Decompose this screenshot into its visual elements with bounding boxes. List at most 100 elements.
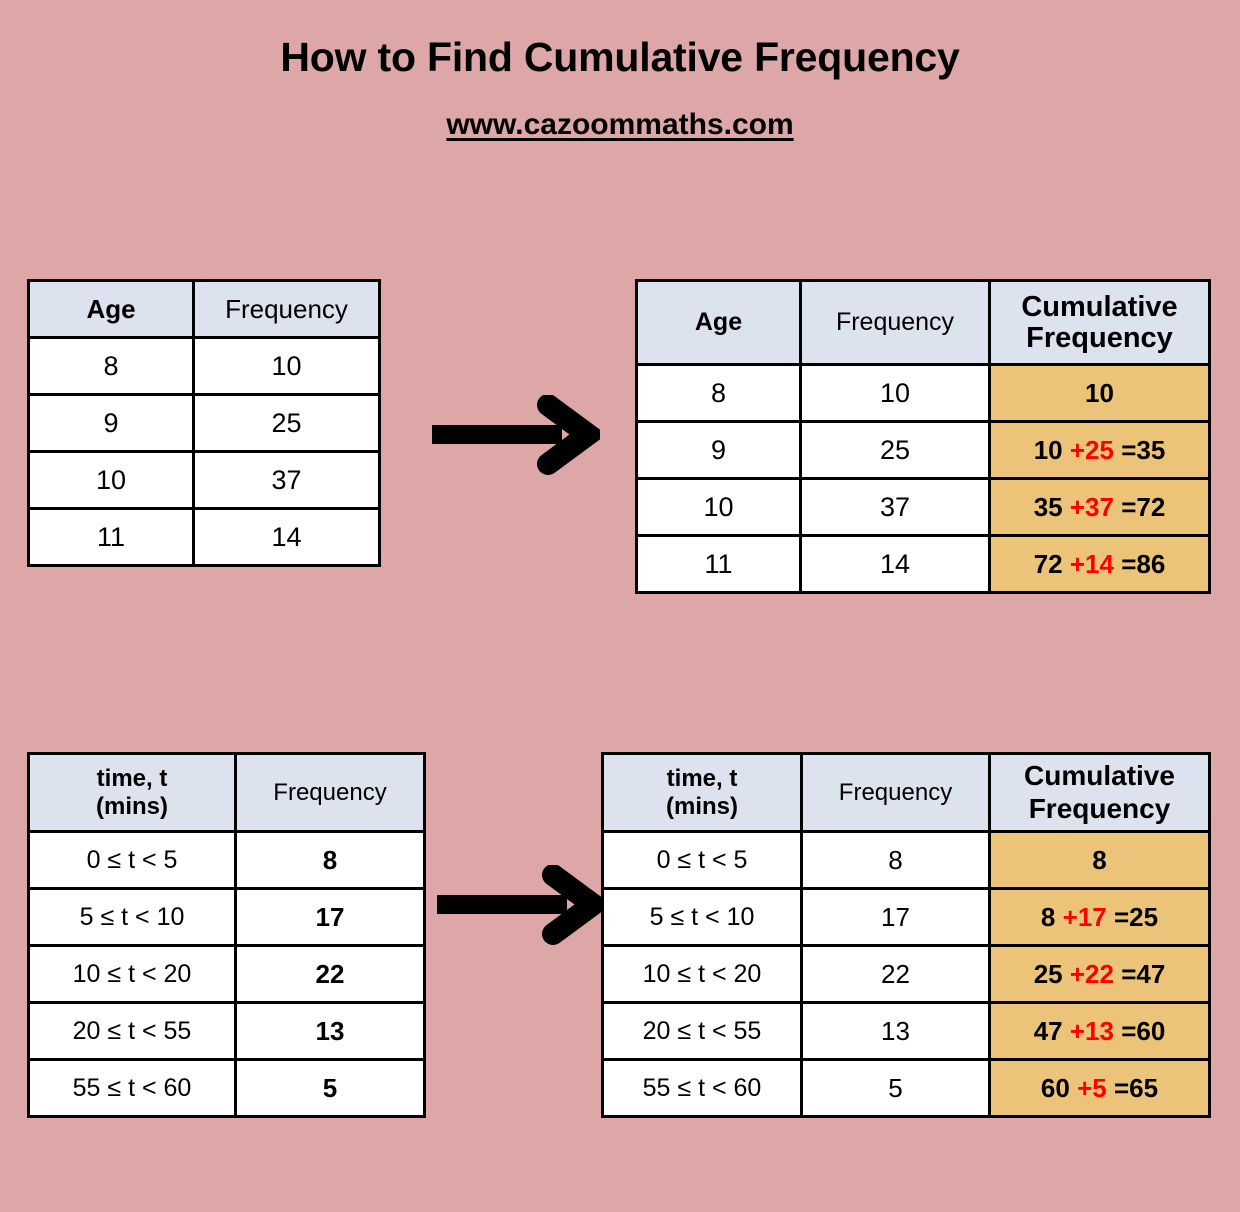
cumulative-line-1: Cumulative (1021, 291, 1178, 324)
table-age-frequency: Age Frequency 8 10 9 25 10 37 11 14 (27, 279, 381, 567)
cell-time-interval: 0 ≤ t < 5 (27, 830, 237, 890)
cum-total: 10 (1085, 377, 1114, 408)
table-row: 55 ≤ t < 60 5 (27, 1058, 426, 1118)
cum-added: 22 (1085, 958, 1114, 989)
table-row: 20 ≤ t < 55 13 47 +13 =60 (601, 1001, 1211, 1061)
column-header-time: time, t (mins) (27, 752, 237, 833)
column-header-frequency: Frequency (234, 752, 426, 833)
cum-prev: 47 (1033, 1015, 1063, 1046)
cum-plus: + (1069, 1015, 1086, 1046)
cum-prev: 25 (1033, 958, 1063, 989)
table-time-cumulative-frequency: time, t (mins) Frequency Cumulative Freq… (601, 752, 1211, 1118)
column-header-cumulative-frequency: Cumulative Frequency (988, 279, 1211, 366)
cell-time-interval: 55 ≤ t < 60 (27, 1058, 237, 1118)
cum-total: 25 (1129, 901, 1159, 932)
cell-time-interval: 20 ≤ t < 55 (601, 1001, 803, 1061)
cum-total: 60 (1136, 1015, 1166, 1046)
cum-plus: + (1069, 958, 1086, 989)
cum-plus: + (1069, 548, 1086, 579)
table-row: 11 14 72 +14 =86 (635, 534, 1211, 594)
table-header-row: time, t (mins) Frequency (27, 752, 426, 833)
cell-frequency: 22 (800, 944, 991, 1004)
cum-equals: = (1121, 548, 1137, 579)
cell-time-interval: 0 ≤ t < 5 (601, 830, 803, 890)
cum-added: 17 (1077, 901, 1107, 932)
time-line-1: time, t (96, 764, 168, 792)
table-row: 9 25 10 +25 =35 (635, 420, 1211, 480)
cell-frequency: 10 (799, 363, 991, 423)
cum-equals: = (1121, 434, 1137, 465)
cell-cumulative-frequency: 10 +25 =35 (988, 420, 1211, 480)
arrow-right-icon (437, 865, 605, 945)
cum-added: 13 (1085, 1015, 1114, 1046)
table-header-row: time, t (mins) Frequency Cumulative Freq… (601, 752, 1211, 833)
website-link: www.cazoommaths.com (0, 108, 1240, 142)
cell-time-interval: 5 ≤ t < 10 (601, 887, 803, 947)
table-row: 0 ≤ t < 5 8 (27, 830, 426, 890)
time-line-1: time, t (666, 764, 738, 792)
cell-frequency: 25 (799, 420, 991, 480)
cum-prev: 60 (1040, 1072, 1070, 1103)
cell-frequency: 17 (800, 887, 991, 947)
cell-frequency: 14 (192, 507, 381, 567)
cell-cumulative-frequency: 8 +17 =25 (988, 887, 1211, 947)
table-row: 5 ≤ t < 10 17 (27, 887, 426, 947)
cell-cumulative-frequency: 25 +22 =47 (988, 944, 1211, 1004)
table-time-frequency: time, t (mins) Frequency 0 ≤ t < 5 8 5 ≤… (27, 752, 426, 1118)
cell-time-interval: 55 ≤ t < 60 (601, 1058, 803, 1118)
cum-prev: 10 (1033, 434, 1063, 465)
cum-added: 14 (1085, 548, 1114, 579)
cum-prev: 8 (1040, 901, 1056, 932)
cell-age: 10 (635, 477, 802, 537)
cum-plus: + (1069, 491, 1086, 522)
time-line-2: (mins) (666, 792, 738, 820)
column-header-frequency: Frequency (800, 752, 991, 833)
cell-age: 10 (27, 450, 195, 510)
cell-cumulative-frequency: 8 (988, 830, 1211, 890)
cell-frequency: 25 (192, 393, 381, 453)
cell-age: 8 (27, 336, 195, 396)
cell-frequency: 5 (800, 1058, 991, 1118)
cell-time-interval: 20 ≤ t < 55 (27, 1001, 237, 1061)
cum-prev: 72 (1033, 548, 1063, 579)
cum-prev: 35 (1033, 491, 1063, 522)
cell-frequency: 37 (799, 477, 991, 537)
cell-frequency: 13 (234, 1001, 426, 1061)
table-row: 20 ≤ t < 55 13 (27, 1001, 426, 1061)
table-row: 10 ≤ t < 20 22 (27, 944, 426, 1004)
table-row: 0 ≤ t < 5 8 8 (601, 830, 1211, 890)
cum-plus: + (1069, 434, 1086, 465)
table-age-cumulative-frequency: Age Frequency Cumulative Frequency 8 10 … (635, 279, 1211, 594)
table-row: 8 10 (27, 336, 381, 396)
table-row: 10 37 35 +37 =72 (635, 477, 1211, 537)
cell-frequency: 17 (234, 887, 426, 947)
cell-cumulative-frequency: 35 +37 =72 (988, 477, 1211, 537)
cell-time-interval: 10 ≤ t < 20 (601, 944, 803, 1004)
cell-age: 8 (635, 363, 802, 423)
cum-added: 25 (1085, 434, 1114, 465)
table-header-row: Age Frequency Cumulative Frequency (635, 279, 1211, 366)
cum-equals: = (1121, 491, 1137, 522)
arrow-right-icon (432, 395, 600, 475)
table-row: 9 25 (27, 393, 381, 453)
cell-frequency: 14 (799, 534, 991, 594)
page-title: How to Find Cumulative Frequency (280, 34, 960, 80)
cell-time-interval: 5 ≤ t < 10 (27, 887, 237, 947)
table-row: 5 ≤ t < 10 17 8 +17 =25 (601, 887, 1211, 947)
cell-frequency: 37 (192, 450, 381, 510)
cum-added: 37 (1085, 491, 1114, 522)
table-row: 10 37 (27, 450, 381, 510)
cell-cumulative-frequency: 47 +13 =60 (988, 1001, 1211, 1061)
website-link-text: www.cazoommaths.com (446, 108, 794, 141)
cell-frequency: 5 (234, 1058, 426, 1118)
cell-age: 11 (27, 507, 195, 567)
cell-frequency: 13 (800, 1001, 991, 1061)
cum-added: 5 (1092, 1072, 1107, 1103)
cell-cumulative-frequency: 72 +14 =86 (988, 534, 1211, 594)
table-row: 11 14 (27, 507, 381, 567)
cell-cumulative-frequency: 60 +5 =65 (988, 1058, 1211, 1118)
cum-equals: = (1121, 958, 1137, 989)
cum-total: 35 (1136, 434, 1166, 465)
cum-equals: = (1113, 1072, 1130, 1103)
column-header-frequency: Frequency (799, 279, 991, 366)
